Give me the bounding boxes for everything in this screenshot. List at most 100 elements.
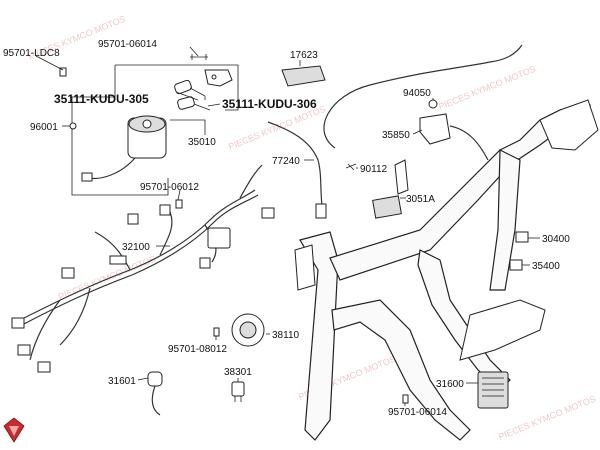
cable-77240 (267, 121, 323, 206)
leader-305 (175, 91, 199, 101)
bolt-06012-a (175, 199, 183, 209)
leader-lines (35, 46, 540, 406)
harness-branch-4 (239, 164, 263, 199)
harness-branch-2 (159, 211, 173, 256)
regulator-31600 (477, 371, 509, 409)
seat-lock-part (281, 65, 326, 87)
label-95701-06014-top: 95701-06014 (98, 39, 157, 50)
watermark-text-5: PIECES KYMCO MOTOS (497, 394, 597, 442)
group-bracket (71, 64, 239, 196)
label-94050: 94050 (403, 88, 431, 99)
harness-main-trunk (19, 189, 256, 321)
cable-35850-tail (449, 125, 489, 161)
key-head-306 (177, 96, 195, 110)
harness-connector-9 (127, 213, 139, 225)
harness-connector-7 (199, 257, 211, 269)
sensor-wire (151, 385, 161, 416)
nut-94050 (428, 99, 438, 109)
steering-head-tube (299, 231, 339, 441)
label-30400: 30400 (542, 234, 570, 245)
coil-body (372, 195, 402, 219)
label-96001: 96001 (30, 122, 58, 133)
harness-branch-5 (29, 299, 61, 361)
horn-38110 (231, 313, 265, 347)
clip-90112 (345, 163, 357, 171)
label-95701-ldc8: 95701-LDC8 (3, 48, 60, 59)
sensor-31601 (147, 371, 163, 416)
flasher-body (231, 381, 245, 397)
sensor-body (147, 371, 163, 387)
label-32100: 32100 (122, 242, 150, 253)
relay-block (207, 227, 231, 249)
leader-06012 (177, 189, 181, 201)
label-38110: 38110 (272, 330, 300, 341)
cable-35850 (323, 44, 523, 149)
label-35111-kudu-305: 35111-KUDU-305 (54, 92, 149, 106)
label-95701-06014-bottom: 95701-06014 (388, 407, 447, 418)
bracket-35850 (419, 113, 451, 145)
seat-lock-cable (267, 121, 327, 219)
leader-31601 (137, 377, 149, 381)
harness-connector-3 (11, 317, 25, 329)
regulator-fins (482, 377, 504, 397)
bolt-08012 (213, 327, 220, 337)
connector-35400 (509, 259, 523, 271)
label-31601: 31601 (108, 376, 136, 387)
ignition-connector (81, 172, 93, 182)
bracket-bolt (211, 74, 217, 80)
harness-main-trunk-2 (21, 194, 259, 326)
label-35111-kudu-306: 35111-KUDU-306 (222, 97, 317, 111)
kymco-logo-icon (3, 417, 25, 443)
label-31600: 31600 (436, 379, 464, 390)
flasher-pins (234, 396, 242, 402)
label-35850: 35850 (382, 130, 410, 141)
cable-end (315, 203, 327, 219)
lock-bracket (204, 69, 233, 87)
label-38301: 38301 (224, 367, 252, 378)
leader-35850 (412, 129, 423, 135)
key-blade-306 (193, 103, 211, 111)
harness-connector-8 (159, 204, 171, 216)
horn-inner (239, 321, 257, 339)
bolt-06014-bottom (402, 394, 409, 404)
ignition-coil-3051a (372, 159, 409, 219)
harness-branch-6 (59, 287, 91, 346)
leader-35010 (170, 119, 206, 135)
key-blade-305 (189, 87, 206, 100)
ignition-keyhole (142, 119, 152, 129)
label-77240: 77240 (272, 156, 300, 167)
part-labels: 95701-LDC8 95701-06014 35111-KUDU-305 35… (3, 39, 570, 418)
label-35010: 35010 (188, 137, 216, 148)
logo-inner (9, 426, 19, 436)
leader-306 (207, 103, 221, 107)
ignition-switch-assembly (71, 54, 239, 196)
harness-branch-1 (94, 231, 131, 271)
front-bracket (294, 244, 316, 291)
screw-96001 (69, 122, 77, 130)
long-cable-35850 (323, 44, 523, 161)
label-95701-06012: 95701-06012 (140, 182, 199, 193)
leader-ldc8 (35, 55, 64, 71)
label-35400: 35400 (532, 261, 560, 272)
key-head-305 (174, 79, 192, 95)
rear-frame-cross (539, 99, 599, 151)
small-fasteners (59, 67, 438, 404)
scooter-frame (294, 99, 599, 441)
clip-ldc8 (59, 67, 67, 77)
coil-cap (394, 159, 409, 195)
flasher-38301 (231, 381, 245, 402)
connector-30400 (515, 231, 529, 243)
ignition-wire (89, 157, 136, 180)
label-95701-08012: 95701-08012 (168, 344, 227, 355)
bolt-06014 (190, 54, 208, 60)
harness-connector-1 (109, 255, 127, 265)
wire-harness-32100 (11, 164, 275, 373)
lower-frame-rail (331, 299, 471, 441)
harness-connector-4 (17, 344, 31, 356)
watermark-text-3: PIECES KYMCO MOTOS (437, 64, 537, 112)
label-3051a: 3051A (406, 194, 435, 205)
label-17623: 17623 (290, 50, 318, 61)
harness-connector-6 (261, 207, 275, 219)
